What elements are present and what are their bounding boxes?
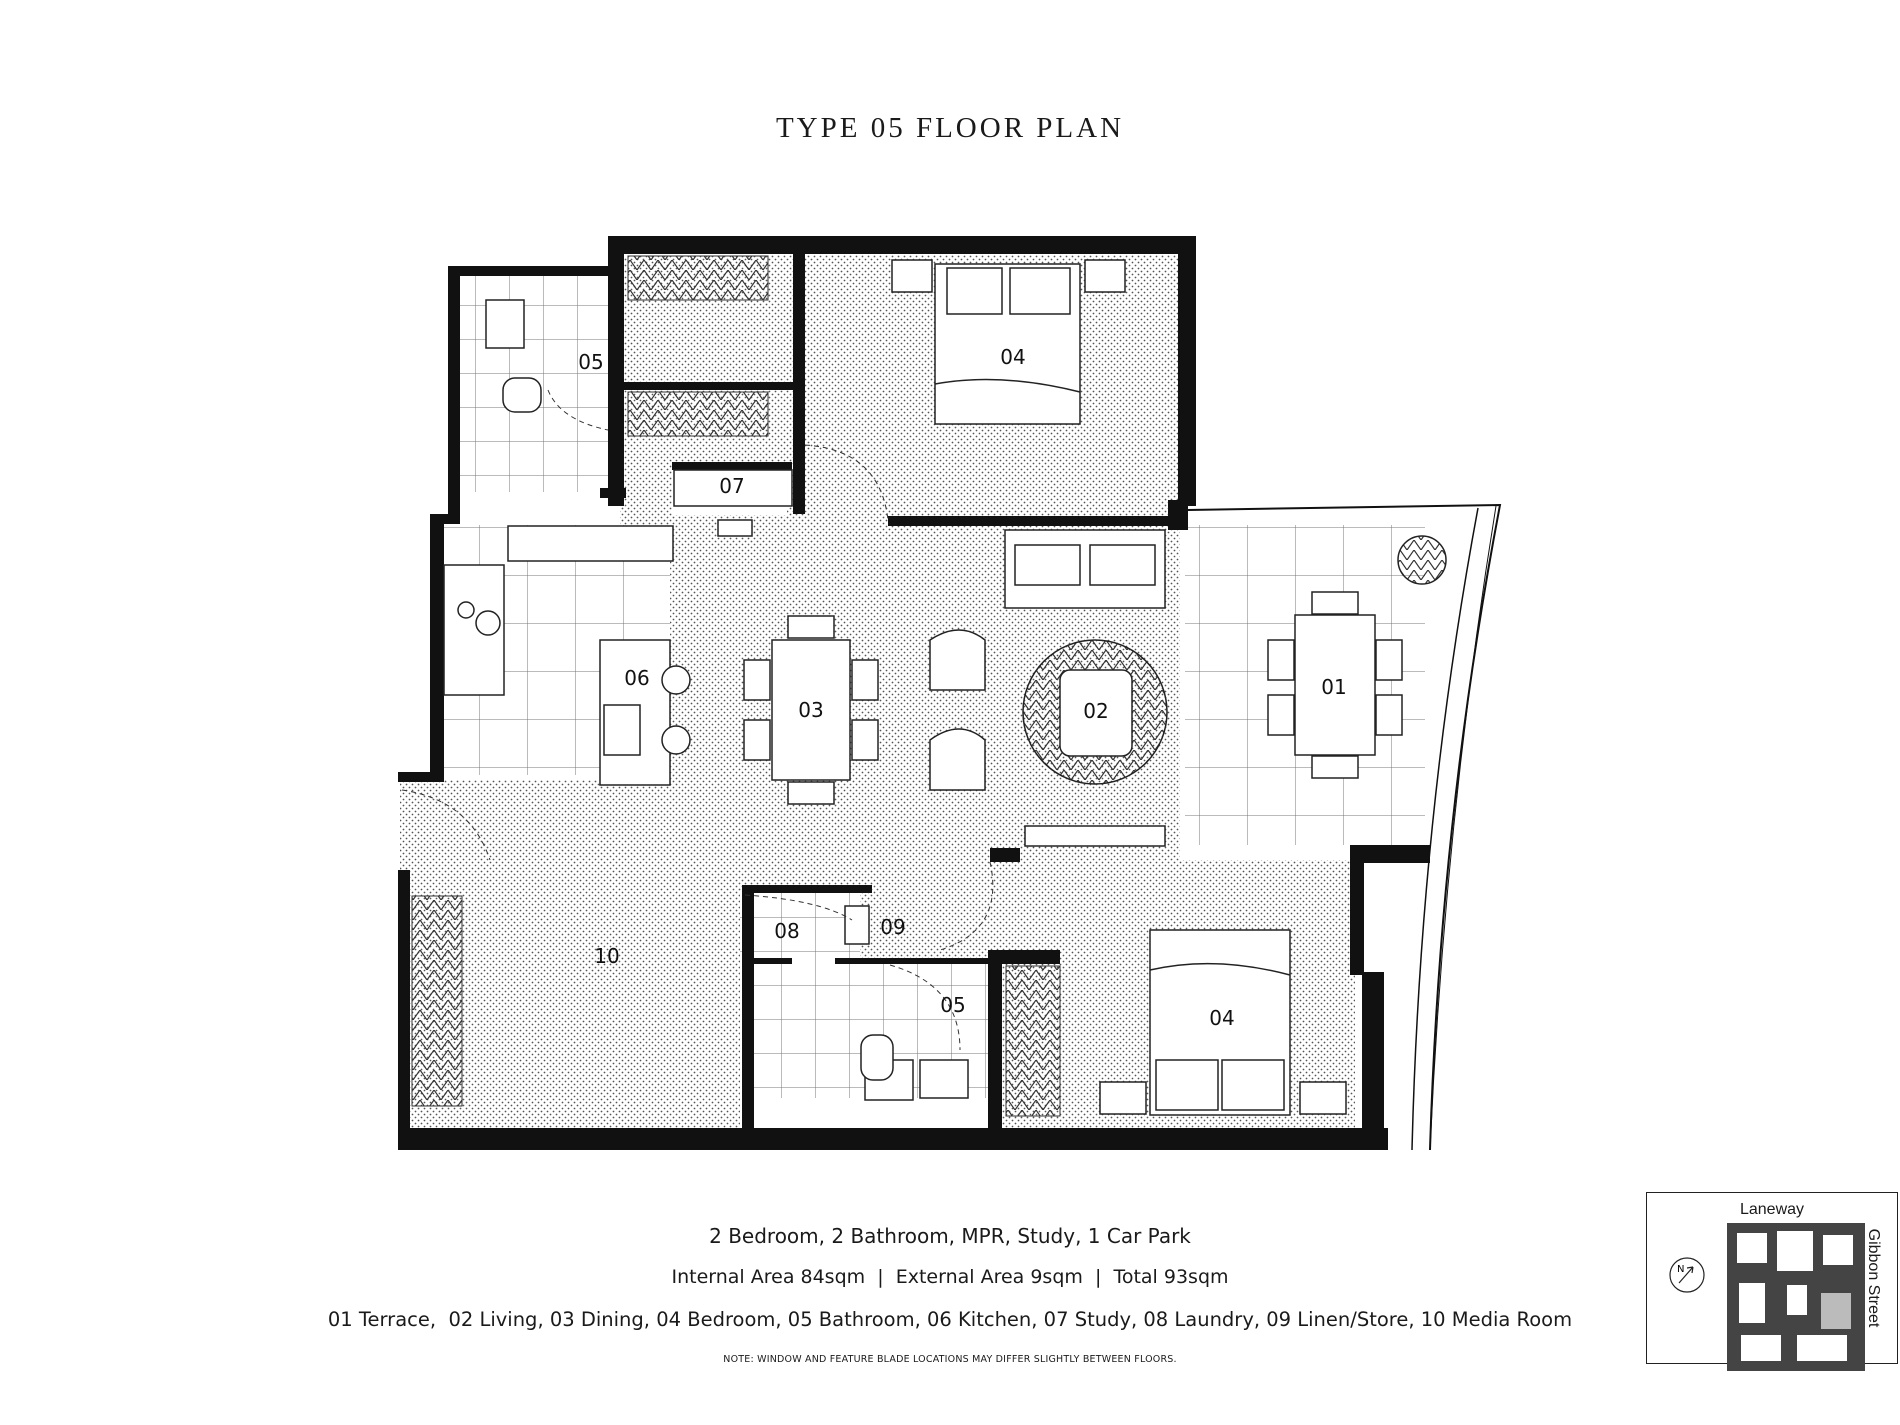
room-legend: 01 Terrace, 02 Living, 03 Dining, 04 Bed…: [327, 1308, 1573, 1331]
room-label-06: 06: [624, 666, 649, 690]
plan-title: TYPE 05 FLOOR PLAN: [775, 112, 1125, 144]
door-swings: [401, 389, 994, 1051]
room-label-09: 09: [880, 915, 905, 939]
room-labels: 01 02 03 04 04 05 05 06 07 08 09 10: [578, 345, 1346, 1030]
room-label-05-top: 05: [578, 350, 603, 374]
curved-facade: [1187, 503, 1502, 1151]
key-plan-laneway: Laneway: [1739, 1201, 1805, 1218]
disclaimer-note: NOTE: WINDOW AND FEATURE BLADE LOCATIONS…: [723, 1354, 1177, 1365]
room-label-02: 02: [1083, 699, 1108, 723]
key-plan-building-icon: [1727, 1223, 1865, 1371]
room-label-05-bottom: 05: [940, 993, 965, 1017]
room-label-07: 07: [719, 474, 744, 498]
key-plan: Laneway Gibbon Street N: [1646, 1192, 1898, 1371]
apartment-summary: 2 Bedroom, 2 Bathroom, MPR, Study, 1 Car…: [709, 1224, 1191, 1248]
walls: [398, 236, 1430, 1150]
room-label-08: 08: [774, 919, 799, 943]
room-label-04-bottom: 04: [1209, 1006, 1234, 1030]
area-summary: Internal Area 84sqm | External Area 9sqm…: [671, 1266, 1229, 1288]
room-label-04-top: 04: [1000, 345, 1025, 369]
room-label-03: 03: [798, 698, 823, 722]
room-label-01: 01: [1321, 675, 1346, 699]
furniture: [443, 259, 1447, 1116]
svg-text:N: N: [1677, 1264, 1684, 1275]
wardrobes: [411, 255, 1061, 1117]
room-label-10: 10: [594, 944, 619, 968]
north-arrow-icon: N: [1669, 1257, 1705, 1293]
